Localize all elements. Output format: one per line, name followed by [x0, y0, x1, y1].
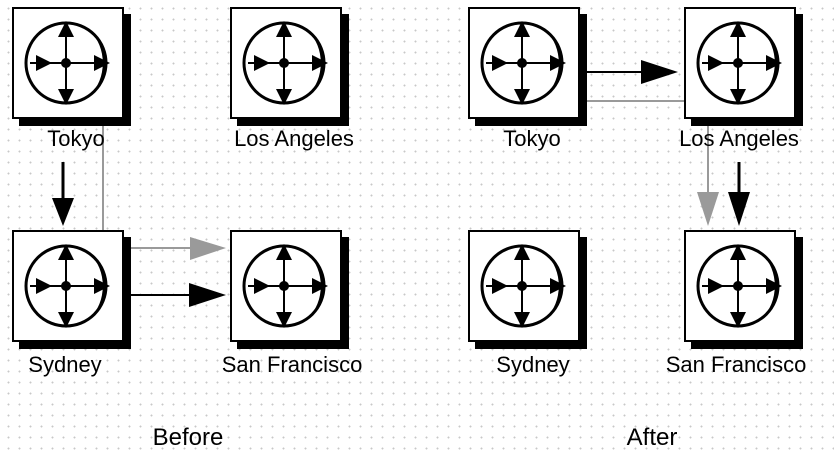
node-after-san-francisco[interactable]	[684, 230, 803, 349]
panel-caption-before: Before	[152, 424, 224, 451]
router-compass-icon	[230, 7, 342, 119]
node-label-before-tokyo: Tokyo	[47, 126, 105, 151]
router-compass-icon	[12, 230, 124, 342]
node-before-sydney[interactable]	[12, 230, 131, 349]
arrowhead-after-tokyo-losangeles	[641, 60, 678, 84]
node-before-los-angeles[interactable]	[230, 7, 349, 126]
node-label-after-tokyo: Tokyo	[503, 126, 561, 151]
node-label-after-sydney: Sydney	[496, 352, 570, 377]
node-label-after-san-francisco: San Francisco	[665, 352, 807, 377]
node-after-sydney[interactable]	[468, 230, 587, 349]
node-before-san-francisco[interactable]	[230, 230, 349, 349]
node-label-after-los-angeles: Los Angeles	[679, 126, 799, 151]
arrowhead-after-losangeles-sanfrancisco	[728, 192, 750, 226]
arrowhead-after-tokyo-sanfrancisco	[697, 192, 719, 226]
router-compass-icon	[230, 230, 342, 342]
node-label-before-los-angeles: Los Angeles	[234, 126, 354, 151]
arrowhead-before-sydney-sanfrancisco	[189, 283, 226, 307]
arrowhead-before-tokyo-sanfrancisco	[190, 237, 226, 260]
node-label-before-san-francisco: San Francisco	[221, 352, 363, 377]
node-after-tokyo[interactable]	[468, 7, 587, 126]
arrowhead-before-tokyo-sydney	[52, 198, 74, 226]
node-label-before-sydney: Sydney	[28, 352, 102, 377]
node-after-los-angeles[interactable]	[684, 7, 803, 126]
router-compass-icon	[468, 230, 580, 342]
panel-caption-after: After	[626, 424, 678, 451]
router-compass-icon	[12, 7, 124, 119]
router-compass-icon	[468, 7, 580, 119]
router-compass-icon	[684, 7, 796, 119]
router-compass-icon	[684, 230, 796, 342]
node-before-tokyo[interactable]	[12, 7, 131, 126]
